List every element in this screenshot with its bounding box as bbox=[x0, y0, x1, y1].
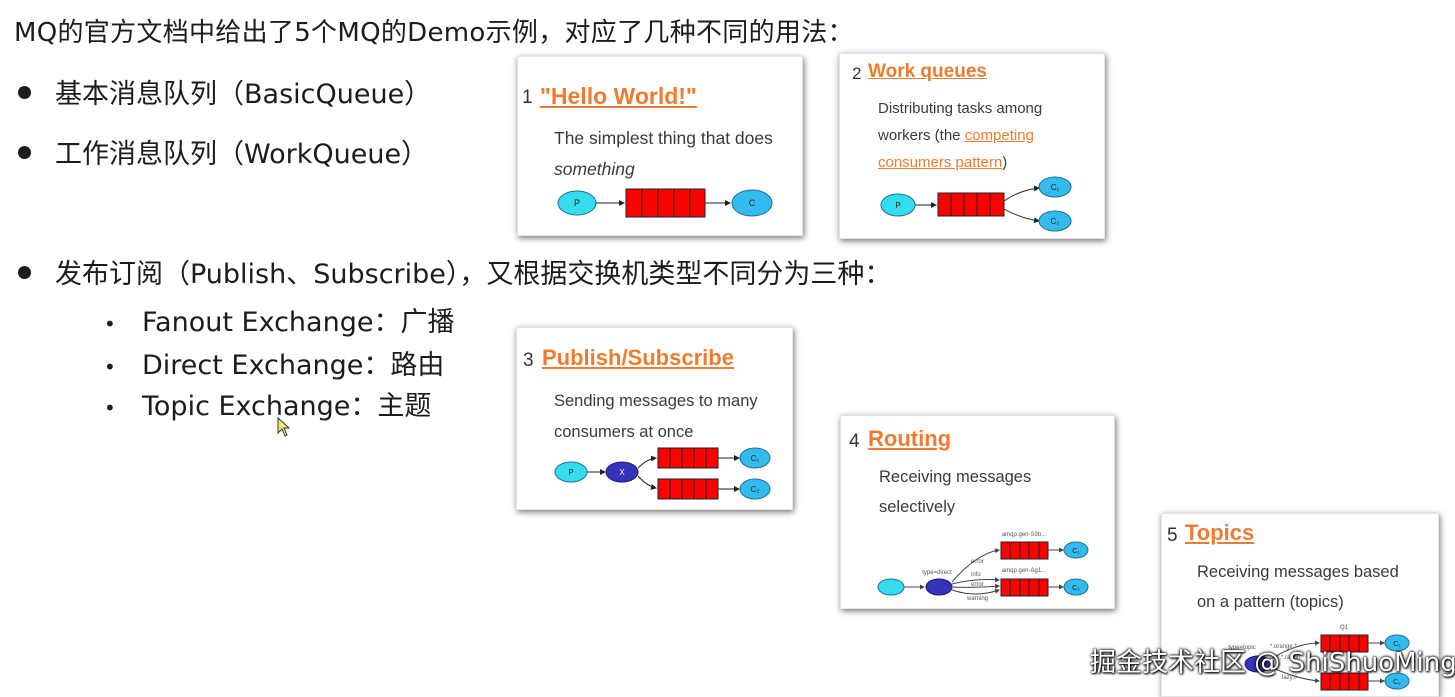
svg-text:Q1: Q1 bbox=[1340, 625, 1349, 631]
queue-icon bbox=[625, 188, 706, 218]
producer-node bbox=[877, 578, 905, 596]
svg-text:C₂: C₂ bbox=[751, 485, 760, 494]
sub-bullet-topic: •Topic Exchange：主题 bbox=[104, 391, 432, 422]
svg-text:amqp.gen-S9b...: amqp.gen-S9b... bbox=[1002, 532, 1047, 538]
svg-text:*.*.rabbit: *.*.rabbit bbox=[1277, 655, 1300, 661]
card-title-link[interactable]: "Hello World!" bbox=[540, 83, 697, 109]
card-title-link[interactable]: Publish/Subscribe bbox=[542, 345, 734, 370]
queue-icon bbox=[1000, 541, 1049, 560]
routing-diagram: type=direct error info error warning amq… bbox=[877, 532, 1089, 602]
card-publish-subscribe: 3 Publish/Subscribe Sending messages to … bbox=[516, 327, 793, 510]
svg-text:C₁: C₁ bbox=[1072, 548, 1080, 555]
card-description: Distributing tasks among workers (the co… bbox=[878, 100, 1043, 171]
card-number: 3 bbox=[523, 350, 534, 371]
svg-text:type=direct: type=direct bbox=[922, 570, 952, 576]
svg-text:amqp.gen-Ag1...: amqp.gen-Ag1... bbox=[1002, 568, 1047, 574]
card-description: Receiving messages selectively bbox=[879, 468, 1032, 516]
svg-text:X: X bbox=[619, 468, 625, 477]
exchange-node bbox=[925, 578, 953, 596]
card-number: 1 bbox=[522, 87, 533, 108]
svg-text:type=topic: type=topic bbox=[1228, 645, 1256, 651]
card-number: 4 bbox=[849, 431, 860, 452]
consumer-node bbox=[1384, 634, 1410, 652]
consumer-node bbox=[1038, 210, 1072, 232]
sub-bullet-fanout: •Fanout Exchange：广播 bbox=[104, 307, 455, 338]
svg-text:lazy.#: lazy.# bbox=[1282, 675, 1298, 681]
queue-icon bbox=[1320, 634, 1369, 653]
consumer-node bbox=[739, 478, 771, 500]
exchange-node bbox=[605, 461, 639, 483]
card-description: Receiving messages based on a pattern (t… bbox=[1197, 563, 1399, 611]
watermark: 掘金技术社区 @ ShiShuoMing bbox=[1090, 648, 1455, 678]
bullet-basic-queue: 基本消息队列（BasicQueue） bbox=[18, 72, 431, 111]
card-description: The simplest thing that does something bbox=[554, 128, 773, 179]
exchange-node bbox=[1244, 655, 1272, 673]
queue-icon bbox=[657, 478, 719, 500]
svg-text:C₁: C₁ bbox=[1393, 641, 1401, 648]
card-hello-world: 1 "Hello World!" The simplest thing that… bbox=[517, 56, 803, 236]
sub-bullet-direct: •Direct Exchange：路由 bbox=[104, 350, 445, 381]
bullet-dot bbox=[18, 146, 31, 159]
card-work-queues: 2 Work queues Distributing tasks among w… bbox=[839, 53, 1105, 239]
publish-subscribe-diagram: P X C₁ C₂ bbox=[554, 447, 771, 500]
queue-icon bbox=[937, 192, 1005, 217]
svg-text:error: error bbox=[971, 559, 984, 565]
svg-text:C₂: C₂ bbox=[1072, 585, 1080, 592]
competing-link[interactable]: competing bbox=[964, 127, 1034, 144]
svg-text:C: C bbox=[749, 198, 756, 208]
queue-icon bbox=[657, 447, 719, 469]
consumer-node bbox=[731, 189, 773, 217]
mouse-cursor-icon bbox=[277, 417, 291, 437]
card-routing: 4 Routing Receiving messages selectively… bbox=[840, 415, 1115, 609]
page-heading: MQ的官方文档中给出了5个MQ的Demo示例，对应了几种不同的用法： bbox=[14, 18, 854, 48]
svg-text:C₁: C₁ bbox=[1051, 183, 1060, 192]
svg-text:warning: warning bbox=[966, 596, 988, 602]
consumer-node bbox=[1384, 672, 1410, 690]
card-topics: 5 Topics Receiving messages based on a p… bbox=[1161, 513, 1439, 697]
card-title-link[interactable]: Routing bbox=[868, 426, 952, 451]
card-title-link[interactable]: Work queues bbox=[868, 61, 987, 82]
topics-diagram: type=topic *.orange.* *.*.rabbit lazy.# … bbox=[1228, 625, 1410, 691]
bullet-dot bbox=[18, 266, 31, 279]
svg-text:P: P bbox=[574, 198, 580, 208]
work-queues-diagram: P C₁ C₂ bbox=[880, 176, 1072, 232]
card-number: 2 bbox=[852, 64, 862, 83]
svg-text:C₂: C₂ bbox=[1051, 217, 1060, 226]
card-number: 5 bbox=[1167, 525, 1178, 546]
consumer-node bbox=[1038, 176, 1072, 198]
card-description: Sending messages to many consumers at on… bbox=[554, 392, 758, 441]
svg-text:*.orange.*: *.orange.* bbox=[1270, 644, 1297, 650]
consumer-node bbox=[1063, 578, 1089, 596]
svg-text:C₂: C₂ bbox=[1393, 679, 1401, 686]
consumer-node bbox=[739, 447, 771, 469]
queue-icon bbox=[1000, 578, 1049, 597]
bullet-work-queue: 工作消息队列（WorkQueue） bbox=[18, 132, 428, 171]
svg-text:P: P bbox=[895, 201, 900, 210]
svg-text:error: error bbox=[971, 582, 984, 588]
hello-world-diagram: P C bbox=[557, 188, 773, 218]
card-title-link[interactable]: Topics bbox=[1185, 520, 1255, 545]
bullet-dot bbox=[18, 86, 31, 99]
consumers-pattern-link[interactable]: consumers pattern bbox=[878, 154, 1003, 171]
svg-text:C₁: C₁ bbox=[751, 454, 760, 463]
svg-text:info: info bbox=[971, 572, 981, 578]
consumer-node bbox=[1063, 541, 1089, 559]
svg-text:P: P bbox=[568, 468, 573, 477]
bullet-publish-subscribe: 发布订阅（Publish、Subscribe），又根据交换机类型不同分为三种： bbox=[18, 252, 891, 291]
